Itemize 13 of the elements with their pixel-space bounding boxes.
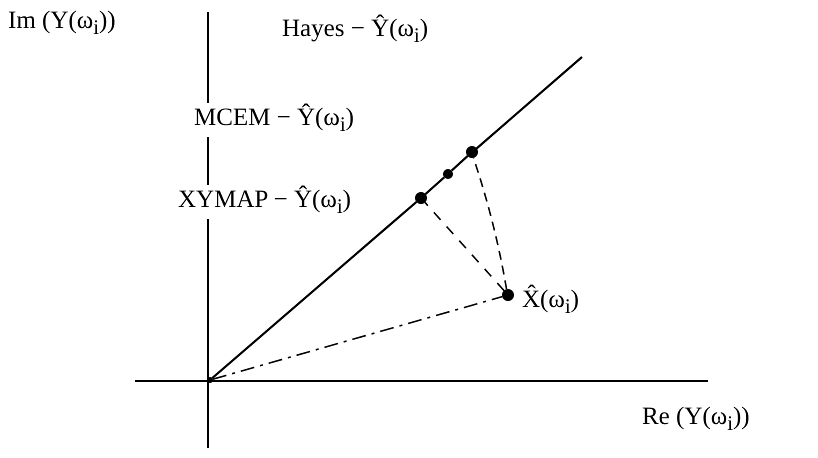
line-segment (450, 155, 468, 172)
dashed-line (472, 158, 508, 290)
point-label: X̂(ω$_{i}$) (522, 285, 579, 319)
dashed-line (424, 202, 505, 292)
line-segment (424, 176, 445, 195)
estimate-label: XYMAP − Ŷ(ω$_{i}$) (176, 185, 353, 219)
dashed-line (212, 296, 502, 380)
data-point (443, 169, 453, 179)
data-point (466, 146, 478, 158)
estimate-label: MCEM − Ŷ(ω$_{i}$) (192, 103, 356, 137)
line-segment (212, 201, 418, 379)
data-point (502, 289, 514, 301)
data-point (415, 192, 427, 204)
